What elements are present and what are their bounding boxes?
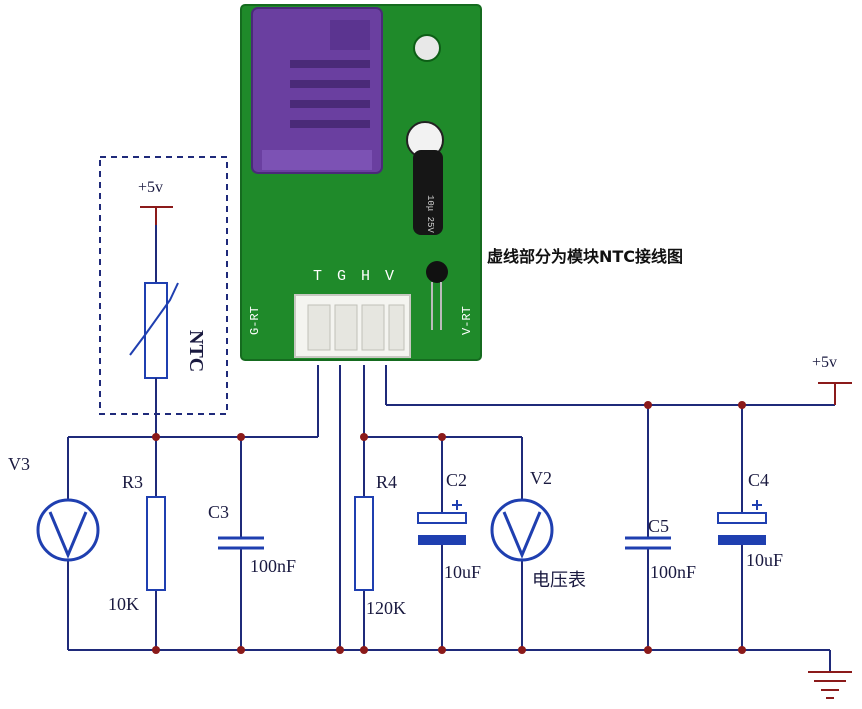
c2-value: 10uF <box>444 562 481 582</box>
voltmeter-label: 电压表 <box>532 570 586 591</box>
connector <box>294 294 411 358</box>
c3-label: C3 <box>208 502 229 522</box>
silk-right: V-RT <box>460 306 474 335</box>
ntc-supply-symbol: +5v <box>138 179 173 225</box>
c5-label: C5 <box>648 516 669 536</box>
diagram-caption: 虚线部分为模块NTC接线图 <box>487 247 683 266</box>
r3-value: 10K <box>108 594 139 614</box>
v2-label: V2 <box>530 468 552 488</box>
sensor-housing <box>251 7 383 174</box>
pcb-module: 10μ 25V G-RT V-RT T G H V <box>240 4 482 361</box>
v3-label: V3 <box>8 454 30 474</box>
ntc-thermistor: NTC <box>129 225 207 437</box>
capacitor-c4: C4 10uF <box>717 470 783 570</box>
capacitor-c3: C3 100nF <box>208 502 296 576</box>
r4-label: R4 <box>376 472 397 492</box>
c5-value: 100nF <box>650 562 696 582</box>
pin-labels: T G H V <box>313 268 397 285</box>
transistor-component <box>426 261 448 330</box>
resistor-r4: R4 120K <box>354 472 406 618</box>
capacitor-c2: C2 10uF <box>417 470 481 582</box>
c3-value: 100nF <box>250 556 296 576</box>
ntc-supply-label: +5v <box>138 179 163 196</box>
r4-value: 120K <box>366 598 406 618</box>
silk-left: G-RT <box>248 306 262 335</box>
capacitor-c5: C5 100nF <box>625 516 696 582</box>
voltmeter-v2: V2 电压表 <box>490 468 586 591</box>
resistor-r3: R3 10K <box>108 472 166 614</box>
junction-dots <box>152 401 746 654</box>
right-supply-label: +5v <box>812 354 837 371</box>
electrolytic-capacitor: 10μ 25V <box>406 121 444 235</box>
c2-label: C2 <box>446 470 467 490</box>
r3-label: R3 <box>122 472 143 492</box>
c4-label: C4 <box>748 470 769 490</box>
wires <box>67 365 852 672</box>
ntc-dashed-box <box>99 156 228 415</box>
ground-symbol <box>808 671 852 699</box>
voltmeter-v3: V3 <box>8 454 100 562</box>
mounting-hole <box>413 34 441 62</box>
c4-value: 10uF <box>746 550 783 570</box>
ntc-label: NTC <box>185 330 207 372</box>
capacitor-marking: 10μ 25V <box>425 195 435 233</box>
